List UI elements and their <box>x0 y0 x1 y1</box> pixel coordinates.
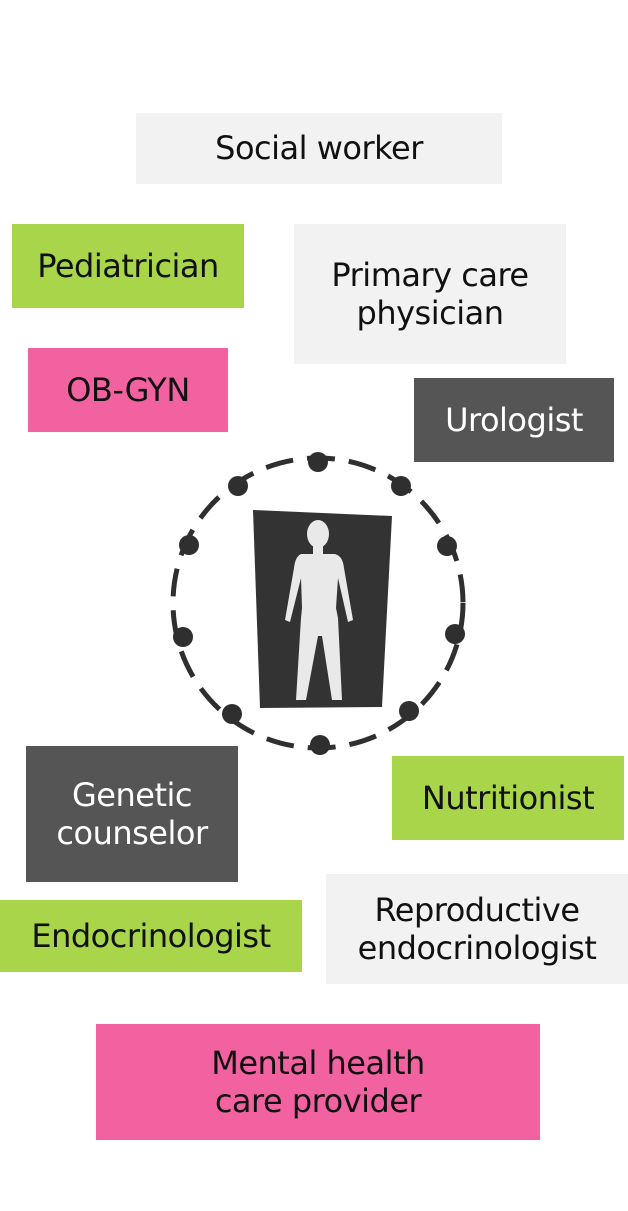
role-nutritionist: Nutritionist <box>392 756 624 840</box>
role-ob-gyn: OB-GYN <box>28 348 228 432</box>
role-genetic-counselor: Genetic counselor <box>26 746 238 882</box>
role-endocrinologist: Endocrinologist <box>0 900 302 972</box>
role-pediatrician: Pediatrician <box>12 224 244 308</box>
ring-dots <box>173 452 465 755</box>
role-reproductive-endocrinologist: Reproductive endocrinologist <box>326 874 628 984</box>
center-graphic <box>160 448 480 758</box>
role-urologist: Urologist <box>414 378 614 462</box>
role-mental-health-care-provider: Mental health care provider <box>96 1024 540 1140</box>
role-primary-care-physician: Primary care physician <box>294 224 566 364</box>
role-social-worker: Social worker <box>136 113 502 184</box>
dashed-ring-icon <box>170 452 466 755</box>
person-figure-icon <box>285 520 353 700</box>
